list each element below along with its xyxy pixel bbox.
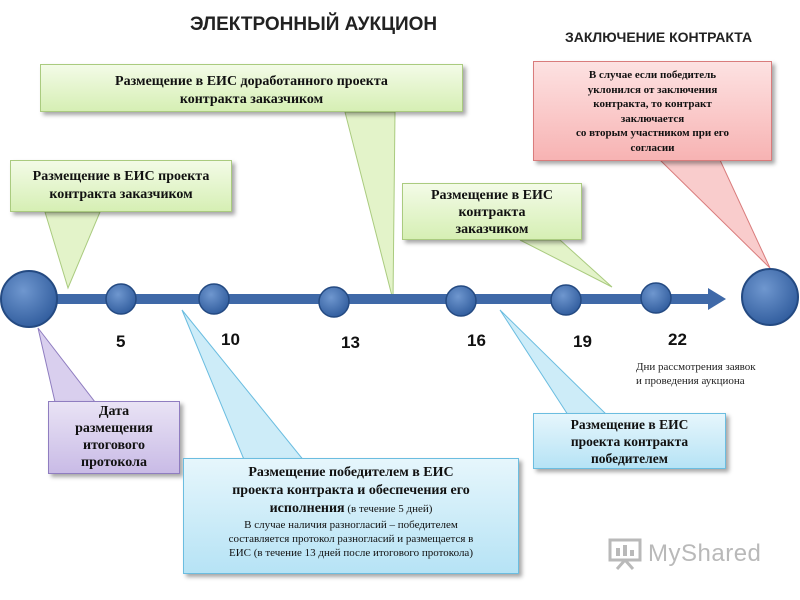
day-label-13: 13 — [341, 333, 360, 352]
presentation-board-icon — [608, 538, 642, 570]
pointer-revised-draft — [344, 111, 396, 301]
day-label-19: 19 — [573, 332, 592, 351]
timeline-node-day-13 — [318, 286, 350, 318]
pointer-contract-placement — [519, 239, 613, 288]
day-label-5: 5 — [116, 332, 126, 351]
timeline-arrowhead — [708, 288, 726, 310]
day-label-10: 10 — [221, 330, 240, 349]
timeline-node-day-16 — [445, 285, 477, 317]
timeline-node-day-19 — [550, 284, 582, 316]
logo-text: MyShared — [648, 540, 762, 567]
myshared-logo: MyShared — [608, 538, 761, 570]
callout-winner-draft: Размещение в ЕИС проекта контракта побед… — [533, 413, 726, 469]
timeline-node-day-10 — [198, 283, 230, 315]
day-label-16: 16 — [467, 331, 486, 350]
callout-draft-placement: Размещение в ЕИС проекта контракта заказ… — [10, 160, 232, 212]
timeline-bar — [40, 294, 712, 304]
timeline-note: Дни рассмотрения заявок и проведения аук… — [636, 361, 756, 387]
callout-protocol-date: Дата размещения итогового протокола — [48, 401, 180, 474]
day-label-22: 22 — [668, 330, 687, 349]
page-subtitle: ЗАКЛЮЧЕНИЕ КОНТРАКТА — [565, 29, 753, 45]
timeline-node-day-22 — [640, 282, 672, 314]
callout-winner-refusal: В случае если победитель уклонился от за… — [533, 61, 772, 161]
callout-winner-placement: Размещение победителем в ЕИС проекта кон… — [183, 458, 519, 574]
pointer-draft-placement — [44, 211, 101, 290]
timeline-end-node — [741, 268, 799, 326]
page-title: ЭЛЕКТРОННЫЙ АУКЦИОН — [190, 14, 438, 35]
callout-revised-draft: Размещение в ЕИС доработанного проекта к… — [40, 64, 463, 112]
timeline-node-day-5 — [105, 283, 137, 315]
callout-contract-placement: Размещение в ЕИС контракта заказчиком — [402, 183, 582, 240]
timeline-start-node — [0, 270, 58, 328]
